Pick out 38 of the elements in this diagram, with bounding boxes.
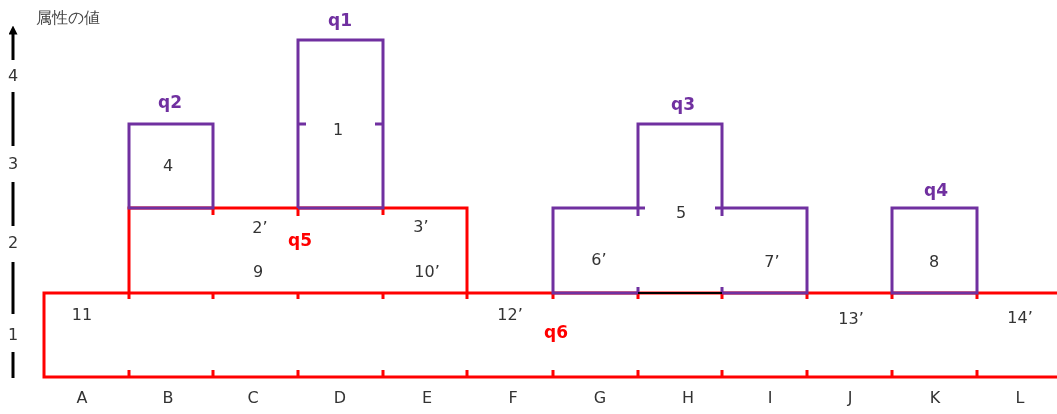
cell-value: 7’ xyxy=(764,254,780,270)
axis-tick-label: 3 xyxy=(7,156,19,172)
cell-value: 1 xyxy=(332,122,344,138)
column-label: A xyxy=(76,390,88,406)
cell-value: 5 xyxy=(675,205,687,221)
cell-value: 8 xyxy=(928,254,940,270)
cell-value: 12’ xyxy=(497,307,523,323)
region-label: q2 xyxy=(158,93,182,111)
region-label: q5 xyxy=(288,231,312,249)
column-label: F xyxy=(508,390,518,406)
column-label: K xyxy=(929,390,941,406)
region-outline xyxy=(42,291,1057,379)
cell-value: 13’ xyxy=(838,311,864,327)
cell-value: 6’ xyxy=(591,252,607,268)
axis-title: 属性の値 xyxy=(36,10,100,26)
cell-value: 3’ xyxy=(413,219,429,235)
column-label: C xyxy=(247,390,259,406)
cell-value: 2’ xyxy=(252,220,268,236)
region-outline xyxy=(127,206,469,295)
cell-value: 4 xyxy=(162,158,174,174)
region-label: q4 xyxy=(924,181,948,199)
column-label: H xyxy=(682,390,694,406)
cell-value: 9 xyxy=(252,264,264,280)
region-label: q3 xyxy=(671,95,695,113)
column-label: L xyxy=(1015,390,1025,406)
column-label: G xyxy=(593,390,607,406)
column-label: I xyxy=(767,390,773,406)
region-label: q6 xyxy=(544,323,568,341)
column-label: B xyxy=(162,390,174,406)
cell-value: 10’ xyxy=(414,264,440,280)
axis-tick-label: 4 xyxy=(7,68,19,84)
column-label: E xyxy=(421,390,433,406)
axis-tick-label: 1 xyxy=(7,327,19,343)
cell-value: 11 xyxy=(71,307,93,323)
region-label: q1 xyxy=(328,11,352,29)
column-label: D xyxy=(333,390,347,406)
cell-value: 14’ xyxy=(1007,310,1033,326)
axis-tick-label: 2 xyxy=(7,235,19,251)
